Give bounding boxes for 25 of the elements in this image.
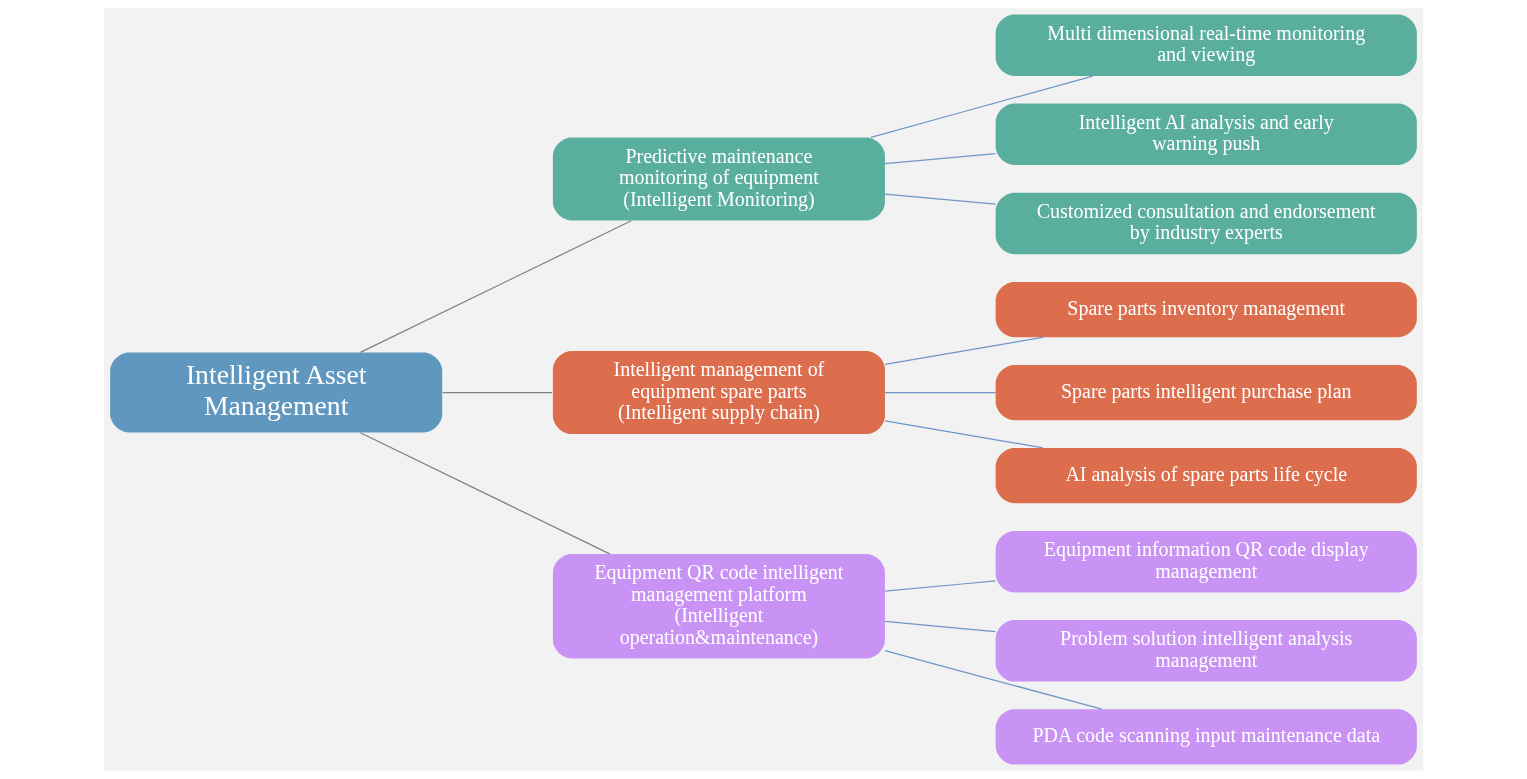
node-box: Problem solution intelligent analysis management	[995, 620, 1417, 682]
node-box: PDA code scanning input maintenance data	[995, 709, 1417, 765]
node-box: Intelligent management of equipment spare parts (Intelligent supply chain)	[552, 351, 885, 435]
node-box: Spare parts intelligent purchase plan	[995, 364, 1417, 421]
connector	[884, 580, 997, 592]
node-box: Multi dimensional real-time monitoring and viewing	[995, 14, 1417, 76]
node-box: AI analysis of spare parts life cycle	[995, 447, 1417, 504]
connector	[359, 220, 632, 353]
connector	[884, 620, 997, 633]
connector	[884, 650, 1103, 710]
connector	[884, 193, 997, 205]
connector	[884, 420, 1044, 449]
connector	[870, 75, 1094, 138]
connector	[884, 391, 997, 394]
node-box: Spare parts inventory management	[995, 281, 1417, 338]
connector	[442, 391, 553, 394]
node-box: Intelligent Asset Management	[110, 352, 443, 433]
node-box: Equipment information QR code display management	[995, 530, 1417, 593]
connector	[884, 336, 1044, 365]
connector	[884, 152, 997, 165]
node-box: Intelligent AI analysis and early warning push	[995, 103, 1417, 166]
node-box: Customized consultation and endorsement by industry experts	[995, 192, 1417, 255]
node-box: Predictive maintenance monitoring of equipment (Intelligent Monitoring)	[552, 137, 885, 221]
connector	[359, 432, 611, 555]
node-box: Equipment QR code intelligent management platform (Intelligent operation&maintenance)	[552, 554, 885, 659]
